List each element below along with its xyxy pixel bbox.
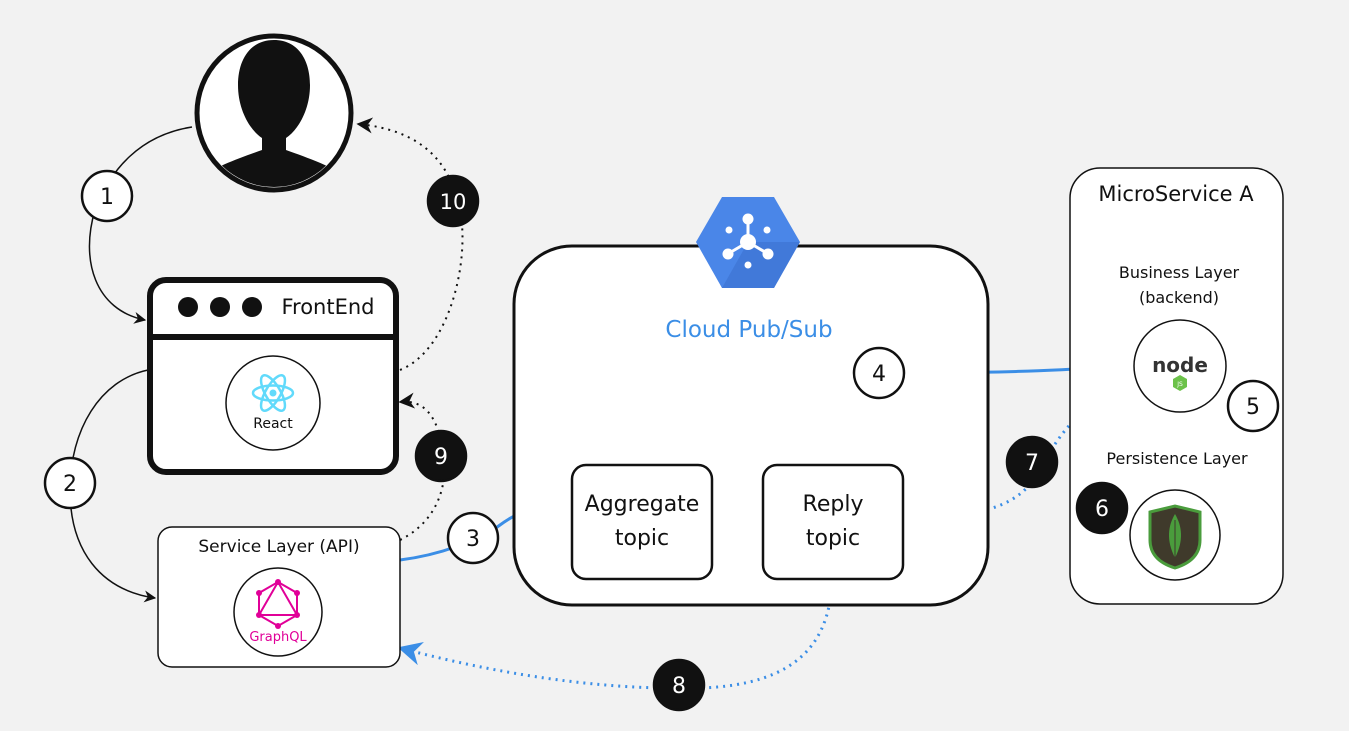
svg-text:10: 10 — [440, 190, 467, 214]
step-badge-1: 1 — [80, 169, 134, 223]
persistence-layer-label: Persistence Layer — [1106, 449, 1248, 468]
reply-topic-line1: Reply — [803, 492, 864, 517]
graphql-label: GraphQL — [249, 630, 307, 645]
frontend-title: FrontEnd — [281, 295, 374, 319]
connector-10 — [356, 117, 464, 371]
nodejs-logo-sub: JS — [1176, 381, 1183, 388]
nodejs-icon: node JS — [1152, 353, 1208, 391]
pubsub-container: Cloud Pub/Sub Aggregate topic Reply topi… — [512, 197, 990, 607]
window-dot-icon — [178, 297, 198, 317]
aggregate-topic-line1: Aggregate — [585, 492, 700, 517]
step-badge-5: 5 — [1226, 379, 1280, 433]
svg-text:9: 9 — [434, 445, 448, 470]
aggregate-topic-line2: topic — [615, 526, 669, 551]
mongo-node — [1129, 489, 1221, 581]
svg-text:3: 3 — [466, 527, 480, 552]
service-layer-title: Service Layer (API) — [198, 537, 359, 557]
step-badge-8: 8 — [652, 658, 706, 712]
window-dot-icon — [242, 297, 262, 317]
pubsub-title: Cloud Pub/Sub — [665, 317, 832, 343]
service-layer-box: Service Layer (API) GraphQL — [157, 526, 401, 668]
svg-text:4: 4 — [872, 362, 886, 387]
step-badge-10: 10 — [426, 174, 480, 228]
node-node: node JS — [1133, 319, 1227, 413]
business-layer-sublabel: (backend) — [1139, 288, 1219, 307]
aggregate-topic: Aggregate topic — [570, 463, 714, 581]
svg-text:2: 2 — [63, 472, 77, 497]
react-icon — [251, 374, 295, 412]
mongodb-icon — [1148, 504, 1202, 570]
reply-topic: Reply topic — [761, 463, 905, 581]
user-node — [194, 33, 354, 193]
reply-topic-line2: topic — [806, 526, 860, 551]
step-badge-3: 3 — [446, 511, 500, 565]
step-badge-6: 6 — [1075, 481, 1129, 535]
step-badge-7: 7 — [1005, 435, 1059, 489]
svg-text:8: 8 — [672, 674, 686, 699]
svg-text:7: 7 — [1025, 451, 1039, 476]
connector-8 — [397, 579, 834, 690]
step-badge-2: 2 — [43, 456, 97, 510]
step-badge-4: 4 — [852, 346, 906, 400]
graphql-icon — [256, 579, 300, 629]
step-badge-9: 9 — [414, 429, 468, 483]
svg-text:6: 6 — [1095, 497, 1109, 522]
business-layer-label: Business Layer — [1119, 263, 1240, 282]
cloud-pubsub-icon — [696, 197, 800, 288]
react-label: React — [253, 416, 293, 432]
svg-text:1: 1 — [100, 185, 114, 210]
window-dot-icon — [210, 297, 230, 317]
svg-text:5: 5 — [1246, 395, 1260, 420]
nodejs-logo-text: node — [1152, 353, 1208, 377]
frontend-window: FrontEnd React — [147, 277, 399, 475]
microservice-title: MicroService A — [1098, 182, 1254, 206]
